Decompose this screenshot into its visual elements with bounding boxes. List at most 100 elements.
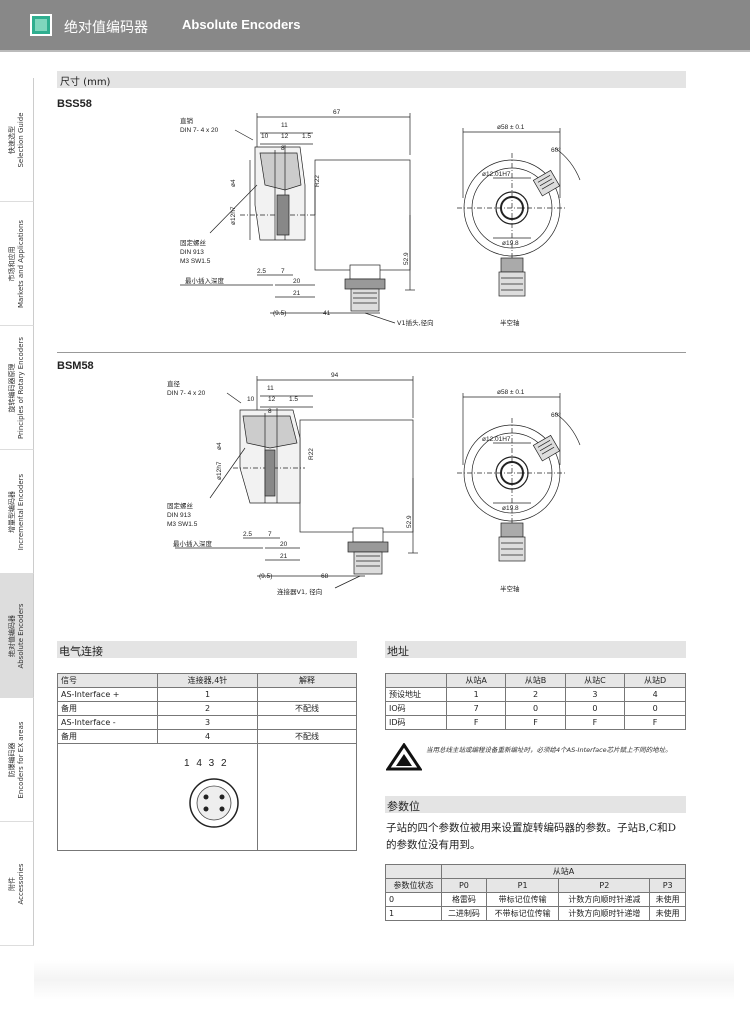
table-header: 从站D: [624, 673, 686, 688]
table-row: AS-Interface +1: [57, 687, 357, 702]
dim-d4: ø4: [216, 442, 223, 450]
bsm58-model-label: BSM58: [57, 360, 94, 372]
bsm58-front-drawing: ø58 ± 0.1 60° ø12.01H7 ø19.8 半空轴: [457, 389, 581, 593]
dimensions-title: 尺寸 (mm): [60, 77, 111, 88]
table-header: 连接器,4针: [157, 673, 258, 688]
connector-label: 连接器V1, 径向: [277, 587, 322, 596]
dim-41: 41: [323, 310, 331, 317]
warning-icon: [386, 743, 422, 771]
table-cell: 0: [624, 701, 686, 716]
pin-spec: DIN 7- 4 x 20: [180, 127, 219, 134]
table-cell: F: [445, 715, 507, 730]
dim-dia58: ø58 ± 0.1: [497, 124, 525, 131]
dim-12: 12: [281, 133, 289, 140]
params-text-line2: 的参数位没有用到。: [386, 839, 481, 851]
min-depth-label: 最小插入深度: [185, 276, 225, 285]
table-header-row: 参数位状态 P0 P1 P2 P3: [385, 878, 686, 893]
dim-dia58: ø58 ± 0.1: [497, 389, 525, 396]
dim-overall-length: 94: [331, 372, 339, 379]
table-cell: 2: [505, 687, 566, 702]
table-cell: 格雷码: [441, 892, 487, 907]
params-description: 子站的四个参数位被用来设置旋转编码器的参数。子站B,C和D 的参数位没有用到。: [386, 820, 691, 854]
sidebar-item-label-en: Markets and Applications: [17, 219, 25, 309]
sidebar-item-label: 增量型编码器: [8, 491, 16, 533]
dim-7: 7: [281, 268, 285, 275]
min-depth-label: 最小插入深度: [173, 539, 213, 548]
dim-2-5: 2.5: [257, 268, 266, 275]
table-cell: 不配线: [257, 729, 357, 744]
sidebar-item-label: 市场和应用: [8, 246, 16, 282]
dim-10: 10: [247, 396, 255, 403]
params-title: 参数位: [387, 800, 420, 813]
screw-spec-1: DIN 913: [180, 249, 204, 256]
table-cell: AS-Interface +: [57, 687, 158, 702]
dim-9-5: (9.5): [273, 310, 286, 317]
screw-spec-2: M3 SW1.5: [180, 258, 211, 265]
sidebar-item-label: 绝对值编码器: [8, 615, 16, 657]
screw-label: 固定螺丝: [180, 238, 207, 247]
dim-r22: R22: [314, 175, 321, 187]
dim-2-5: 2.5: [243, 531, 252, 538]
bss58-front-drawing: ø58 ± 0.1 60° ø12.01H7 ø19.8 半空轴: [457, 124, 581, 327]
table-header: 从站B: [505, 673, 566, 688]
table-cell: F: [505, 715, 566, 730]
dim-52-9: 52.9: [406, 515, 413, 528]
bss58-side-drawing: 67 11 10 12 1.5 8 ø4 R22 ø12h7 52.9 2.5 …: [180, 109, 434, 327]
dim-d12h7: ø12h7: [216, 461, 223, 480]
table-header: 信号: [57, 673, 158, 688]
table-cell: 4: [624, 687, 686, 702]
table-header-row: 信号 连接器,4针 解释: [57, 673, 357, 688]
dim-1-5: 1.5: [302, 133, 311, 140]
dimensions-section-bar: [57, 71, 686, 88]
hollow-shaft-label: 半空轴: [500, 584, 520, 593]
table-cell: [257, 687, 357, 702]
table-cell: F: [624, 715, 686, 730]
connector-label: V1插头,径向: [397, 318, 434, 327]
table-cell: 1: [385, 906, 442, 921]
table-cell: 带标记位传输: [485, 892, 560, 907]
sidebar-item-label-en: Absolute Encoders: [17, 603, 25, 669]
table-cell: 1: [445, 687, 507, 702]
dim-11: 11: [267, 385, 274, 392]
sidebar-item-label-en: Principles of Rotary Encoders: [17, 336, 25, 440]
table-header: 从站A: [445, 673, 507, 688]
table-cell: 未使用: [649, 892, 686, 907]
table-cell: [257, 743, 357, 851]
pin-spec: DIN 7- 4 x 20: [167, 390, 206, 397]
table-cell: 4: [157, 729, 258, 744]
pin-numbers: 1 4 3 2: [184, 758, 229, 769]
dim-52-9: 52.9: [403, 252, 410, 265]
header-title-en: Absolute Encoders: [182, 17, 301, 32]
screw-label: 固定螺丝: [167, 501, 194, 510]
dim-11: 11: [281, 122, 288, 129]
table-cell: AS-Interface -: [57, 715, 158, 730]
connector-pin-icon: [189, 778, 239, 828]
electrical-section-bar: [57, 641, 357, 658]
table-header-row: 从站A: [385, 864, 686, 879]
dim-20: 20: [293, 278, 301, 285]
table-cell: 0: [505, 701, 566, 716]
table-cell: 备用: [57, 729, 158, 744]
dim-12: 12: [268, 396, 276, 403]
brand-logo-icon: [30, 14, 52, 36]
hollow-shaft-label: 半空轴: [500, 318, 520, 327]
pin-label: 直销: [180, 116, 194, 125]
table-row: AS-Interface -3: [57, 715, 357, 730]
dim-20: 20: [280, 541, 288, 548]
table-cell: 1: [157, 687, 258, 702]
page-footer: [34, 960, 734, 1000]
table-cell: 3: [564, 687, 626, 702]
